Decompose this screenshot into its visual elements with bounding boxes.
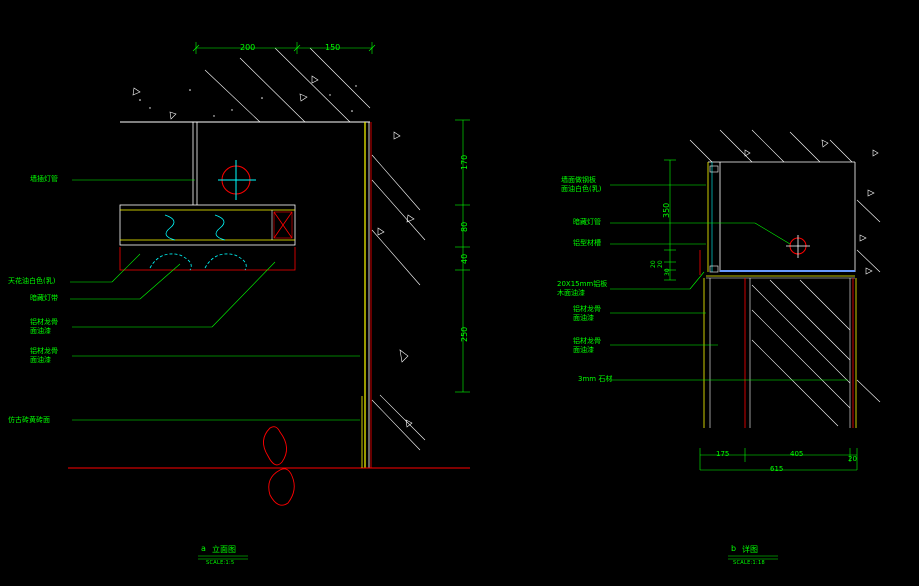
slab-speckle [139, 85, 357, 117]
wall-aggregate [377, 131, 415, 428]
label-hidden-lamp: 暗藏灯管 [573, 218, 601, 226]
dim-left-label: 350 [662, 203, 671, 218]
dim-right-label: 250 [460, 327, 469, 342]
dim-top-label: 200 [240, 43, 255, 52]
right-leaders [610, 184, 848, 381]
left-scale: SCALE:1:5 [206, 560, 235, 566]
dim-total-label: 615 [770, 465, 783, 473]
dim-top [192, 42, 376, 54]
dim-left-label: 30 [664, 268, 671, 276]
label-frame-paint: 铝材龙骨 面油漆 [30, 318, 58, 335]
detail-slab-hatch [689, 129, 853, 163]
label-ceiling-paint: 天花油白色(乳) [8, 277, 56, 285]
left-elevation [68, 42, 470, 560]
dim-right-label: 170 [460, 155, 469, 170]
left-dim-texts: 200 150 170 80 40 250 [240, 43, 469, 342]
label-ceiling-lamp: 墙插灯管 [30, 175, 58, 183]
detail-dim-bottom [699, 448, 858, 471]
label-tile-wall: 仿古砖黄砖面 [8, 416, 50, 424]
label-wall-steel: 墙面做钢板 面油白色(乳) [561, 176, 602, 193]
dim-bottom-label: 405 [790, 450, 803, 458]
label-frame-paint-3: 铝材龙骨 面油漆 [573, 305, 601, 322]
left-leaders [70, 179, 360, 421]
right-title-symbol: b [731, 544, 737, 553]
label-hidden-light: 暗藏灯带 [30, 294, 58, 302]
left-title: 立面图 [212, 545, 236, 554]
dim-bottom-label: 20 [848, 455, 857, 463]
right-dim-texts: 350 20 20 30 175 405 20 615 [650, 203, 857, 473]
right-detail [610, 129, 881, 560]
dim-right-label: 80 [460, 222, 469, 232]
dim-right [455, 119, 470, 393]
left-title-underline [198, 555, 248, 560]
label-aluminium-groove: 铝型材槽 [573, 239, 601, 247]
label-stone: 3mm 石材 [578, 375, 613, 383]
left-title-symbol: a [201, 544, 206, 553]
slab-hatch-top [204, 47, 371, 123]
wall-hatch [371, 154, 426, 451]
right-title: 详图 [742, 545, 758, 554]
right-scale: SCALE:1:18 [733, 560, 765, 566]
decorative-fan [263, 426, 295, 506]
label-frame-paint-4: 铝材龙骨 面油漆 [573, 337, 601, 354]
slab-aggregate [132, 75, 319, 120]
dim-bottom-label: 175 [716, 450, 729, 458]
dim-left-label: 20 [657, 260, 664, 268]
label-frame-paint-2: 铝材龙骨 面油漆 [30, 347, 58, 364]
label-aluminium-board: 20X15mm铝板 木面油漆 [557, 280, 608, 297]
light-coils [149, 214, 247, 271]
dim-left-label: 20 [650, 260, 657, 268]
dim-top-label: 150 [325, 43, 340, 52]
dim-right-label: 40 [460, 254, 469, 264]
detail-dim-left [664, 159, 676, 281]
